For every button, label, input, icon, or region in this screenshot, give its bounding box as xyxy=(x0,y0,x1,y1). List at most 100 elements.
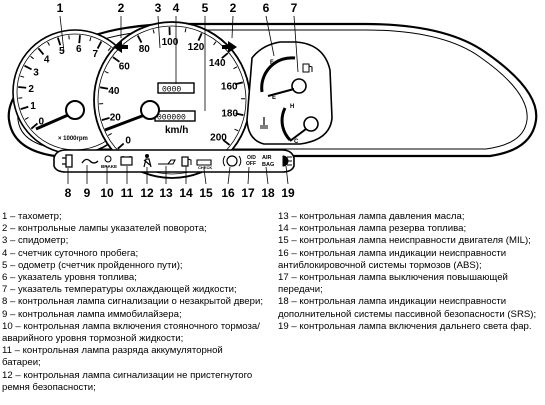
speedometer-tick-label: 140 xyxy=(209,58,226,69)
speedometer-tick-label: 120 xyxy=(188,42,205,53)
tachometer-minor-tick xyxy=(30,55,34,60)
speedometer-major-tick xyxy=(235,112,244,117)
speedometer-major-tick xyxy=(221,52,229,59)
tachometer-tick-label: 2 xyxy=(28,84,34,95)
callout-number: 12 xyxy=(140,186,154,200)
tachometer-major-tick xyxy=(96,41,103,49)
callout-number: 14 xyxy=(179,186,193,200)
legend-item: 8 – контрольная лампа сигнализации о нез… xyxy=(2,296,263,308)
brake-warning-icon: BRAKE xyxy=(101,155,117,169)
legend-item: 15 – контрольная лампа неисправности дви… xyxy=(278,235,531,247)
legend-item: 16 – контрольная лампа индикации неиспра… xyxy=(278,247,507,271)
speedometer-minor-tick xyxy=(213,41,217,46)
tachometer-major-tick xyxy=(20,105,29,110)
callout-number: 13 xyxy=(159,186,173,200)
callout-number: 15 xyxy=(199,186,213,200)
callout-number: 18 xyxy=(261,186,275,200)
tachometer-major-tick xyxy=(78,35,81,44)
legend-item: 5 – одометр (счетчик пройденного пути); xyxy=(2,259,183,271)
door-open-icon xyxy=(62,154,73,168)
legend-item: 17 – контрольная лампа выключения повыша… xyxy=(278,272,508,296)
callout-number: 2 xyxy=(118,1,125,15)
tachometer-tick-label: 3 xyxy=(33,68,39,79)
high-beam-icon xyxy=(282,155,292,167)
speedometer-major-tick xyxy=(136,35,143,44)
check-engine-icon: CHECK xyxy=(196,159,212,170)
battery-icon xyxy=(120,156,133,166)
temp-gauge-needle xyxy=(289,128,307,142)
speedometer-tick-label: 100 xyxy=(162,37,179,48)
speedometer-hub xyxy=(140,100,160,120)
legend-item: 10 – контрольная лампа включения стояноч… xyxy=(2,320,260,345)
tachometer-tick-label: 7 xyxy=(93,49,99,60)
seatbelt-icon xyxy=(143,154,152,168)
tachometer-minor-tick xyxy=(47,41,50,46)
speedometer-tick-label: 40 xyxy=(108,86,120,97)
fuel-temp-pod: F E H C xyxy=(246,41,333,145)
legend-item: 18 – контрольная лампа индикации неиспра… xyxy=(278,296,537,320)
callout-number: 3 xyxy=(155,1,162,15)
legend-column-left: 1 – тахометр;2 – контрольные лампы указа… xyxy=(2,211,274,394)
speedometer-tick-label: 80 xyxy=(139,44,151,55)
fuel-gauge-needle xyxy=(267,88,295,97)
fuel-full-label: F xyxy=(270,60,274,66)
speedometer-tick-label: 160 xyxy=(221,82,238,93)
legend-item: 4 – счетчик суточного пробега; xyxy=(2,247,139,259)
speedometer-minor-tick xyxy=(184,28,187,33)
legend-item: 3 – спидометр; xyxy=(2,235,69,247)
thermometer-icon xyxy=(260,117,268,129)
speedometer-tick-label: 60 xyxy=(119,61,131,72)
callout-number: 17 xyxy=(241,186,255,200)
legend-item: 1 – тахометр; xyxy=(2,211,62,222)
callout-number: 5 xyxy=(202,1,209,15)
abs-icon xyxy=(222,155,242,167)
callout-number: 6 xyxy=(263,1,270,15)
turn-left-arrow-icon xyxy=(113,41,128,53)
speed-unit: km/h xyxy=(165,125,188,136)
speedometer-major-tick xyxy=(197,32,203,41)
legend-item: 12 – контрольная лампа сигнализации не п… xyxy=(2,369,253,393)
callout-number: 16 xyxy=(221,186,235,200)
speedometer-major-tick xyxy=(112,56,120,63)
callout-number: 11 xyxy=(121,186,134,200)
callout-number: 8 xyxy=(65,186,72,200)
tachometer-tick-label: 1 xyxy=(30,101,36,112)
tachometer-major-tick xyxy=(24,64,32,71)
tachometer-minor-tick xyxy=(24,117,29,120)
tachometer-minor-tick xyxy=(107,47,112,51)
callout-number: 1 xyxy=(57,1,64,15)
speedometer-minor-tick xyxy=(233,66,238,70)
fuel-gauge-arc xyxy=(260,56,296,93)
legend-column-right: 13 – контрольная лампа давления масла;14… xyxy=(278,211,544,333)
fuel-pump-icon xyxy=(302,63,313,73)
speedometer-minor-tick xyxy=(104,71,109,74)
tachometer-minor-tick xyxy=(20,75,25,78)
legend-item: 13 – контрольная лампа давления масла; xyxy=(278,211,465,222)
callout-number: 7 xyxy=(291,1,298,15)
speedometer-major-tick xyxy=(234,81,244,86)
callout-number: 19 xyxy=(281,186,295,200)
speedometer-major-tick xyxy=(99,86,109,90)
legend-item: 14 – контрольная лампа резерва топлива; xyxy=(278,223,467,235)
turn-right-arrow-icon xyxy=(222,41,237,53)
legend-item: 9 – контрольная лампа иммобилайзера; xyxy=(2,308,182,320)
callout-lines-bottom xyxy=(67,165,289,185)
svg-text:BRAKE: BRAKE xyxy=(101,164,117,169)
tachometer-major-tick xyxy=(57,37,62,46)
legend: 1 – тахометр;2 – контрольные лампы указа… xyxy=(0,211,545,405)
temp-gauge-arc xyxy=(280,107,292,142)
speedometer-tick-label: 180 xyxy=(221,108,238,119)
tachometer-major-tick xyxy=(30,122,39,130)
speedometer-tick-label: 0 xyxy=(125,135,131,146)
tachometer-major-tick xyxy=(37,47,45,56)
legend-item: 19 – контрольная лампа включения дальнег… xyxy=(278,320,532,332)
trip-display-digits: 0000 xyxy=(162,86,181,95)
fuel-empty-label: E xyxy=(272,95,276,101)
tachometer-unit: × 1000rpm xyxy=(58,136,88,142)
instrument-cluster-diagram: 012345678 × 1000rpm 02040608010012014016… xyxy=(7,1,538,200)
temp-gauge-hub xyxy=(303,116,319,132)
